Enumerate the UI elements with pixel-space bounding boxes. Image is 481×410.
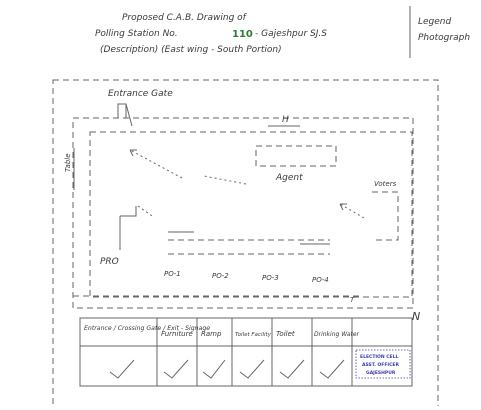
stamp-line-2: ASST. OFFICER: [362, 362, 399, 368]
flow-arrow-4: [137, 205, 153, 217]
agent-table: [255, 145, 337, 167]
station-number: 110: [232, 29, 253, 40]
flow-arrow-3: [339, 203, 365, 219]
header-station-line: Polling Station No. 110 - Gajeshpur SJ.S: [95, 29, 327, 40]
facility-check-2: [163, 359, 189, 379]
facility-check-1: [109, 359, 135, 379]
facility-header-2: Furniture: [161, 330, 193, 338]
left-side-label: Table: [64, 153, 72, 172]
stamp-line-3: GAJESHPUR: [366, 370, 396, 376]
header-description: (Description) (East wing - South Portion…: [100, 45, 282, 55]
facility-check-6: [319, 359, 345, 379]
flow-arrowhead-3: [339, 203, 347, 211]
inner-room: [89, 131, 413, 298]
voters-queue-box: [372, 191, 399, 241]
facility-check-5: [279, 359, 305, 379]
outer-boundary: [52, 79, 439, 410]
pro-label: PRO: [100, 257, 119, 267]
facility-header-4: Toilet Facility: [235, 332, 272, 338]
agent-label: Agent: [275, 173, 303, 183]
bottom-marker: T: [350, 296, 355, 304]
officer-label-3: PO-3: [262, 274, 279, 282]
officer-label-1: PO-1: [164, 270, 181, 278]
facility-check-4: [239, 359, 265, 379]
flow-arrowhead-1: [129, 149, 137, 157]
pro-table: [119, 206, 137, 250]
n-label: N: [412, 310, 420, 323]
facility-header-3: Ramp: [201, 330, 222, 338]
h-label: H: [282, 115, 289, 125]
entrance-door-swing: [125, 103, 133, 127]
officer-label-4: PO-4: [312, 276, 329, 284]
entrance-label: Entrance Gate: [108, 89, 173, 99]
stamp-border: [355, 349, 411, 379]
officer-label-2: PO-2: [212, 272, 229, 280]
side-photograph: Photograph: [418, 33, 470, 43]
side-legend: Legend: [418, 17, 452, 27]
facility-header-6: Drinking Water: [314, 331, 360, 338]
room-outline: [72, 117, 414, 309]
stamp-line-1: ELECTION CELL: [360, 354, 398, 360]
flow-arrow-2: [203, 175, 247, 185]
header-station-prefix: Polling Station No.: [95, 29, 178, 39]
header-station-suffix: - Gajeshpur SJ.S: [255, 29, 327, 39]
facility-check-3: [202, 359, 226, 379]
header-title: Proposed C.A.B. Drawing of: [122, 13, 248, 23]
voters-label: Voters: [374, 180, 397, 188]
facilities-table: Entrance / Crossing Gate / Exit - Signag…: [79, 317, 413, 387]
facility-header-5: Toilet: [276, 330, 295, 338]
official-stamp: ELECTION CELL ASST. OFFICER GAJESHPUR: [355, 349, 411, 379]
facility-header-1: Entrance / Crossing Gate / Exit - Signag…: [84, 324, 210, 332]
flow-arrow-1: [129, 149, 183, 179]
facilities-frame: [79, 317, 413, 387]
entrance-gate: [117, 103, 127, 118]
